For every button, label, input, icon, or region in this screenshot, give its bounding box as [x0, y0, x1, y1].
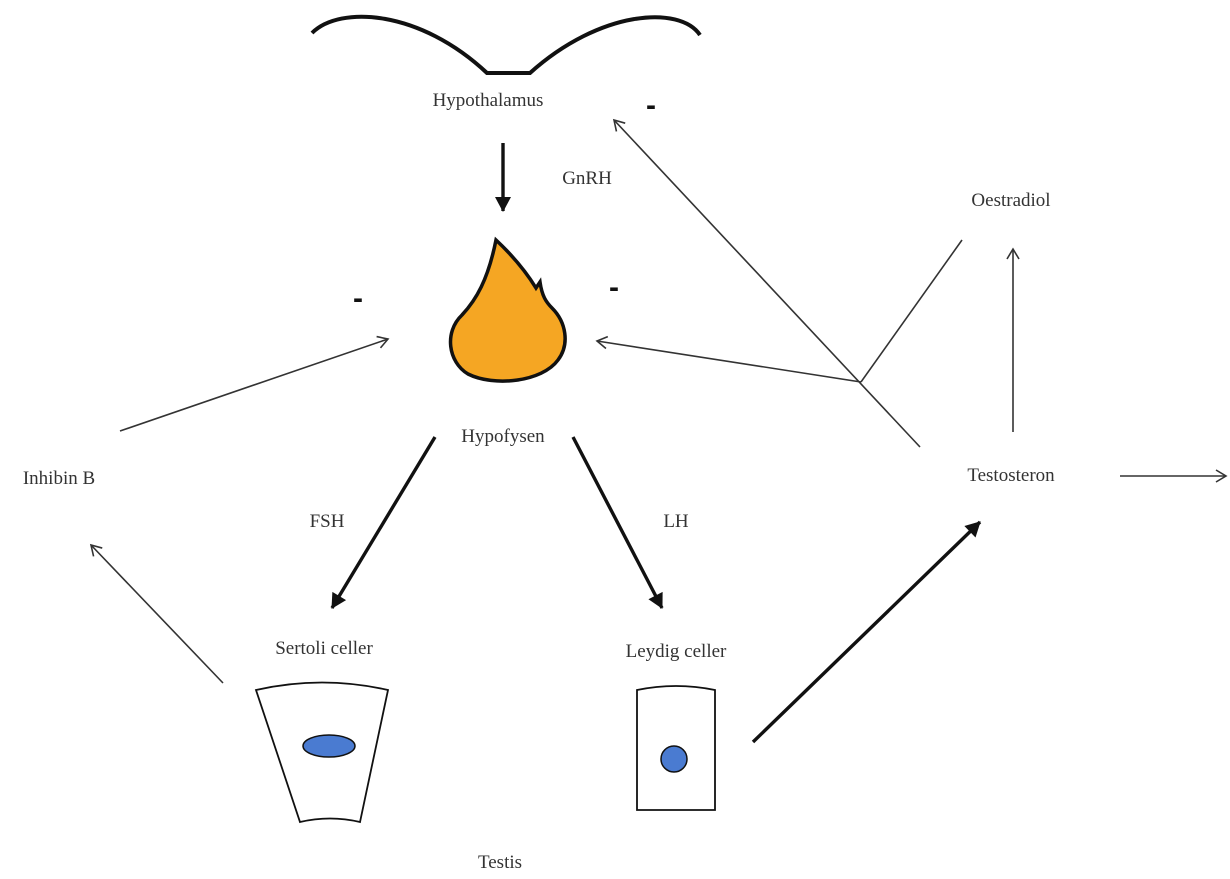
testosteron-to-hypothalamus-arrow — [612, 118, 921, 448]
lh-arrow — [571, 436, 664, 609]
leydig-nucleus — [660, 745, 688, 773]
feedback-to-hypofysen-arrow — [595, 335, 862, 383]
label-sertoli: Sertoli celler — [275, 638, 373, 659]
hypothalamus-shape — [310, 14, 702, 75]
minus-hypothalamus: - — [646, 89, 656, 122]
oestradiol-branch-line — [860, 239, 963, 383]
sertoli-to-inhibin-arrow — [89, 543, 224, 684]
label-leydig: Leydig celler — [626, 641, 727, 662]
label-gnrh: GnRH — [562, 168, 612, 189]
label-testis: Testis — [478, 852, 522, 873]
label-fsh: FSH — [310, 511, 345, 532]
label-testosteron: Testosteron — [967, 465, 1055, 486]
label-inhibin-b: Inhibin B — [23, 468, 95, 489]
sertoli-nucleus — [302, 734, 356, 758]
pituitary-shape — [448, 236, 567, 383]
minus-hypofysen-right: - — [609, 271, 619, 304]
fsh-arrow — [330, 436, 437, 609]
label-hypofysen: Hypofysen — [461, 426, 545, 447]
label-lh: LH — [663, 511, 689, 532]
inhibin-feedback-arrow — [119, 335, 390, 432]
label-hypothalamus: Hypothalamus — [433, 90, 544, 111]
leydig-to-testosteron-arrow — [751, 520, 982, 744]
label-oestradiol: Oestradiol — [971, 190, 1050, 211]
minus-hypofysen-left: - — [353, 282, 363, 315]
